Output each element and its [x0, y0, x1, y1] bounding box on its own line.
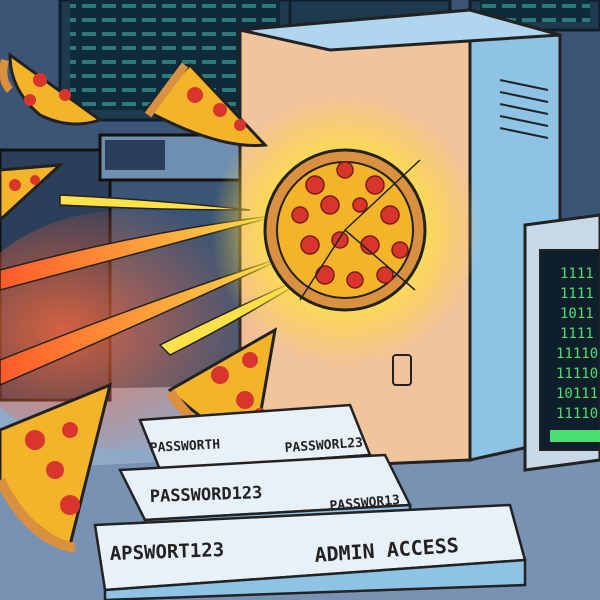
- monitor-line-7: 10111: [556, 386, 598, 402]
- latch-icon: [392, 354, 412, 386]
- box-top-left-label: PASSWORTH: [149, 437, 220, 456]
- monitor-line-4: 1111: [560, 326, 594, 342]
- box-middle-right-label: PASSWOR13: [329, 493, 400, 514]
- box-top-right-label: PASSWORL23: [284, 436, 363, 456]
- glowing-pizza: [210, 95, 480, 365]
- pizza-slice-left: [0, 163, 65, 223]
- monitor-line-5: 11110: [556, 346, 598, 362]
- box-middle-left-label: PASSWORD123: [149, 483, 262, 507]
- pizza-slice-bottom-left: [0, 382, 113, 553]
- box-stack: PASSWORTH PASSWORL23 PASSWORD123 PASSWOR…: [93, 403, 527, 600]
- monitor-line-2: 1111: [560, 286, 594, 302]
- monitor-line-1: 1111: [560, 266, 594, 282]
- monitor-line-3: 1011: [560, 306, 594, 322]
- monitor-line-6: 11110: [556, 366, 598, 382]
- box-bottom: APSWORT123 ADMIN ACCESS: [93, 503, 527, 600]
- pizza-slice-top-center: [142, 62, 269, 148]
- vent-grill: [499, 79, 549, 139]
- pizza-slice-top-left: [0, 52, 104, 126]
- monitor-line-8: 11110: [556, 406, 598, 422]
- speed-streaks: [0, 194, 321, 386]
- right-monitor: 1111 1111 1011 1111 11110 11110 10111 11…: [523, 213, 600, 472]
- box-bottom-left-label: APSWORT123: [109, 539, 224, 565]
